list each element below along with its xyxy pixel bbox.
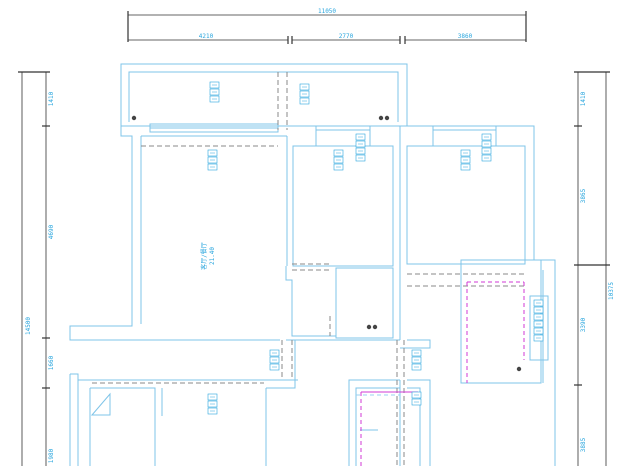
annotation-tags: [207, 81, 544, 415]
top-segment-dimension-3: 3860: [458, 33, 473, 40]
hidden-lines: [92, 72, 525, 466]
annotation-tag-stack: [411, 349, 422, 371]
annotation-tag-stack: [460, 149, 471, 171]
annotation-tag-stack: [299, 83, 310, 105]
annotation-tag-stack: [355, 147, 366, 162]
annotation-tag-stack: [481, 147, 492, 162]
annotation-tag-stack: [411, 391, 422, 406]
annotation-tag-stack: [481, 133, 492, 148]
walls: [69, 63, 556, 466]
top-dimension-chain: 11050 4210 2770 3860: [127, 8, 527, 44]
right-total-dimension: 10375: [608, 282, 615, 300]
room-name-label: 客厅/餐厅: [200, 242, 208, 270]
left-segment-dimension-3: 1660: [48, 355, 55, 370]
fixture-dots: [131, 115, 522, 372]
annotation-tag-stack: [269, 349, 280, 371]
annotation-tag-stack: [533, 299, 544, 342]
top-total-dimension: 11050: [318, 8, 336, 15]
right-segment-dimension-3: 3390: [580, 317, 587, 332]
annotation-tag-stack: [333, 149, 344, 171]
right-segment-dimension-2: 3865: [580, 188, 587, 203]
annotation-tag-stack: [207, 393, 218, 415]
right-segment-dimension-1: 1410: [580, 91, 587, 106]
right-segment-dimension-4: 3885: [580, 437, 587, 452]
room-area-label: 21.40: [209, 247, 216, 265]
top-segment-dimension-1: 4210: [199, 33, 214, 40]
left-dimension-chain: 1410 4690 1660 1980 14500: [18, 71, 55, 466]
left-segment-dimension-4: 1980: [48, 448, 55, 463]
annotation-tag-stack: [209, 81, 220, 103]
annotation-tag-stack: [207, 149, 218, 171]
left-segment-dimension-1: 1410: [48, 91, 55, 106]
left-segment-dimension-2: 4690: [48, 224, 55, 239]
top-segment-dimension-2: 2770: [339, 33, 354, 40]
left-total-dimension: 14500: [25, 317, 32, 335]
annotation-tag-stack: [355, 133, 366, 148]
magenta-lines: [360, 281, 525, 466]
right-dimension-chain: 1410 3865 3390 3885 10375: [574, 71, 615, 466]
